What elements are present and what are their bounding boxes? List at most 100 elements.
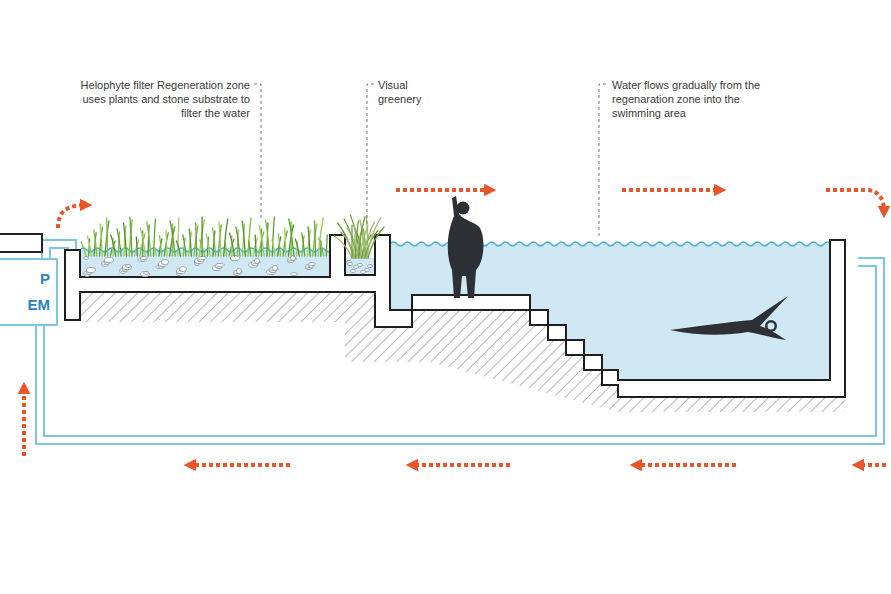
stone [141, 272, 150, 277]
grass-blade [124, 223, 127, 256]
grass-blade [81, 242, 86, 256]
grass-blade [302, 233, 305, 256]
grass-blade [225, 242, 226, 256]
grass-blade [94, 230, 97, 256]
grass-blade [278, 234, 280, 256]
pump-box: P EM [0, 258, 58, 326]
stone [180, 267, 187, 272]
grass-blade [248, 218, 251, 256]
flow-arrow [858, 463, 886, 467]
grass-blade [334, 236, 352, 258]
stone [348, 262, 353, 265]
grass-blade [351, 225, 352, 258]
water-surface [80, 248, 332, 252]
grass-blade [230, 233, 235, 256]
flow-arrow [622, 188, 720, 192]
stone [141, 257, 148, 260]
stone [84, 257, 89, 260]
flow-arrow [636, 463, 736, 467]
grass-blade [117, 229, 121, 256]
standing-person [448, 196, 484, 298]
grass-blade [201, 217, 202, 256]
leader-lines [254, 84, 606, 238]
grass-blade [153, 242, 156, 256]
grass-blade [363, 222, 374, 258]
stone [105, 258, 114, 263]
pump-lid [0, 234, 42, 252]
flow-arrow [826, 190, 884, 212]
grass-blade [315, 221, 316, 256]
leader-line [599, 84, 606, 238]
grass-blade [213, 228, 216, 256]
grass-blade [189, 229, 191, 256]
grass-blade [295, 239, 299, 256]
grass-blade [272, 217, 274, 256]
stone [291, 273, 298, 276]
grass-blade [200, 240, 205, 256]
grass-blade [111, 235, 116, 256]
grass-blade [338, 223, 354, 258]
grass-blade [107, 218, 108, 256]
grass-blade [308, 227, 310, 256]
stone [358, 263, 363, 266]
stone [144, 272, 149, 275]
grass-blade [224, 219, 228, 256]
callout-note: Water flows gradually from the regenarat… [612, 78, 790, 120]
grass-blade [272, 240, 275, 256]
flow-arrow [190, 463, 290, 467]
grass-blade [87, 236, 91, 256]
grass-blade [255, 235, 256, 256]
flow-arrow [412, 463, 510, 467]
grass-blade [147, 222, 151, 256]
grass-blade [170, 221, 175, 256]
stone [237, 269, 242, 274]
stone-substrate [84, 256, 373, 277]
leader-line [254, 84, 261, 218]
grass-blade [285, 228, 286, 256]
grass-blade [341, 232, 355, 258]
grass-blade [160, 236, 162, 256]
grass-blade [136, 237, 137, 256]
grass-blade [100, 224, 102, 256]
swimmer-head [765, 320, 777, 332]
people [448, 196, 788, 340]
pump-label: P EM [24, 266, 50, 318]
grass-blade [130, 217, 132, 256]
swimmer-face [768, 323, 775, 330]
leader-line [367, 84, 374, 226]
grass-blade [249, 241, 251, 256]
grass-blade [266, 220, 270, 256]
callout-note: Helophyte filter Regeneration zone uses … [72, 78, 250, 120]
stone [198, 257, 207, 260]
grass-blade [236, 227, 240, 256]
flow-arrows [24, 190, 886, 465]
stone [368, 264, 373, 267]
helophyte-plants [81, 215, 384, 258]
grass-blade [319, 238, 324, 256]
grass-blade [196, 223, 197, 256]
grass-blade [178, 218, 179, 256]
stone [351, 269, 356, 272]
flow-arrow [396, 188, 490, 192]
stone [216, 264, 225, 267]
grass-blade [206, 234, 210, 256]
swimmer-body [670, 296, 788, 340]
stone [123, 265, 132, 270]
grass-blade [154, 219, 156, 256]
grass-blade [259, 226, 264, 256]
grass-blade [183, 235, 186, 256]
grass-blade [140, 228, 145, 256]
grass-blade [177, 241, 181, 256]
grass-blade [242, 221, 245, 256]
callout-note: Visual greenery [378, 78, 440, 106]
stone [162, 260, 169, 265]
water-body [345, 258, 375, 275]
grass-blade [219, 222, 221, 256]
stone [309, 263, 316, 266]
grass-blade [289, 219, 294, 256]
stone [126, 265, 131, 268]
stone [255, 259, 260, 264]
stone [273, 266, 278, 271]
stone [365, 268, 370, 271]
grass-blade [166, 230, 167, 256]
